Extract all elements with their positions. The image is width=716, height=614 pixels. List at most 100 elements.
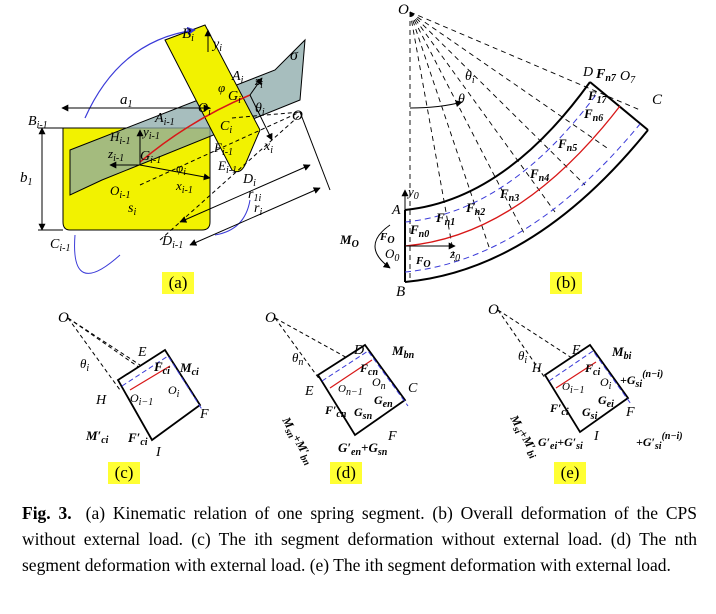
label-E: E xyxy=(137,345,147,360)
panel-b: O θi θ D Fn7 O7 C F17 Fn6 Fn5 Fn4 Fn3 Fn… xyxy=(339,2,663,300)
label-Gsi: Gsi xyxy=(582,405,598,422)
label-Bi-1: Bi-1 xyxy=(28,114,48,131)
panel-e: O θi E Mbi H Fci Oi−1 Oi +Gsi(n−i) Gei G… xyxy=(488,302,683,461)
label-O0: O0 xyxy=(385,246,399,264)
label-zi-1: zi-1 xyxy=(107,146,124,164)
label-E: E xyxy=(304,384,314,399)
label-Fci: Fci xyxy=(584,361,600,378)
label-Fcn-prime: F′cn xyxy=(324,403,347,420)
label-Fn3: Fn3 xyxy=(499,186,519,204)
label-Mci-prime: M′ci xyxy=(85,428,109,446)
label-Ci: Ci xyxy=(220,119,232,136)
label-b1: b1 xyxy=(20,170,33,188)
label-z0: z0 xyxy=(449,246,460,264)
label-theta-i: θi xyxy=(80,356,89,374)
label-yi-1: yi-1 xyxy=(141,124,160,142)
label-Di-1: Di-1 xyxy=(161,234,183,251)
label-FO0y: FO xyxy=(415,255,431,270)
label-Fn4: Fn4 xyxy=(529,166,549,184)
label-Fn7: Fn7 xyxy=(595,67,617,84)
label-zi: zi xyxy=(254,73,263,91)
label-si: si xyxy=(128,201,136,218)
label-I: I xyxy=(155,445,162,460)
label-a1: a1 xyxy=(120,92,133,110)
figure-caption: Fig. 3.(a) Kinematic relation of one spr… xyxy=(22,500,697,578)
label-theta-i: θi xyxy=(255,101,265,118)
label-B: B xyxy=(396,284,405,300)
panel-b-tag: (b) xyxy=(550,272,582,294)
label-Oi-1: Oi−1 xyxy=(562,381,584,396)
label-Fn2: Fn2 xyxy=(465,200,485,218)
label-Fi-1: Fi-1 xyxy=(213,140,233,158)
label-Gen: Gen xyxy=(374,393,393,410)
label-y0: y0 xyxy=(406,184,419,202)
figure-3: Bi yi σ Ai zi Oi Gi θi φ O Bi-1 a1 Ai-1 … xyxy=(20,2,683,468)
label-phi: φ xyxy=(218,80,225,95)
caption-text: (a) Kinematic relation of one spring seg… xyxy=(22,503,697,575)
label-ri: ri xyxy=(254,201,262,218)
label-Fn0: Fn0 xyxy=(409,222,429,240)
label-Fci-prime: F′ci xyxy=(127,430,148,448)
label-C: C xyxy=(408,381,418,396)
label-Hi-1: Hi-1 xyxy=(109,129,131,147)
panel-e-tag: (e) xyxy=(554,462,586,484)
label-Gei: Gei xyxy=(598,393,614,410)
label-O: O xyxy=(292,108,303,124)
label-F: F xyxy=(387,429,397,444)
label-C: C xyxy=(652,92,663,108)
label-I: I xyxy=(593,429,600,444)
panel-a-tag: (a) xyxy=(162,272,194,294)
plane-sigma xyxy=(69,38,306,196)
label-H: H xyxy=(531,360,542,375)
label-xi-1: xi-1 xyxy=(175,178,193,196)
label-phi-i: φi xyxy=(176,160,186,178)
panel-c-tag: (c) xyxy=(108,462,140,484)
caption-label: Fig. 3. xyxy=(22,503,72,523)
label-D: D xyxy=(353,343,364,358)
label-Oi: Oi xyxy=(168,383,180,400)
panel-d: O θn D Mbn Fcn On−1 On E C Gen Gsn F′cn … xyxy=(265,310,418,468)
label-O: O xyxy=(398,2,409,18)
label-O: O xyxy=(488,302,499,318)
label-G-sum: G′en+Gsn xyxy=(338,440,388,458)
label-O: O xyxy=(265,310,276,326)
label-E: E xyxy=(571,343,581,358)
label-A: A xyxy=(391,203,401,218)
label-theta-n: θn xyxy=(292,350,303,368)
label-Fn6: Fn6 xyxy=(583,106,603,124)
label-Gi-1: Gi-1 xyxy=(140,149,161,166)
label-theta-i: θi xyxy=(518,348,527,366)
label-Oi-1: Oi−1 xyxy=(130,391,153,408)
panel-a: Bi yi σ Ai zi Oi Gi θi φ O Bi-1 a1 Ai-1 … xyxy=(20,24,331,274)
label-Fn1: Fn1 xyxy=(435,210,455,228)
cps-outer xyxy=(404,129,649,283)
label-Di: Di xyxy=(242,172,256,189)
cps-inner xyxy=(404,81,591,211)
label-Ei-1: Ei-1 xyxy=(217,158,237,176)
label-Mbi: Mbi xyxy=(611,344,632,362)
label-FO0z: FO xyxy=(379,231,395,246)
label-Gsi-n-i: +Gsi(n−i) xyxy=(620,369,663,390)
label-Oi-1: Oi-1 xyxy=(110,183,131,201)
label-On-1: On−1 xyxy=(338,383,363,398)
label-xi: xi xyxy=(263,139,273,156)
label-Oi: Oi xyxy=(600,375,612,392)
label-G-sum2: +G′si(n−i) xyxy=(636,431,683,452)
label-Ai-1: Ai-1 xyxy=(154,111,175,128)
label-Fci-prime: F′ci xyxy=(549,401,569,418)
label-Gi: Gi xyxy=(228,89,241,106)
label-D: D xyxy=(582,65,593,80)
label-F: F xyxy=(199,407,209,422)
label-G-sum1: G′ei+G′si xyxy=(538,435,583,452)
label-H: H xyxy=(95,393,107,408)
label-Ci-1: Ci-1 xyxy=(50,237,70,254)
label-Fci: Fci xyxy=(153,359,170,377)
label-Fcn: Fcn xyxy=(359,361,378,378)
label-O7: O7 xyxy=(620,69,636,86)
label-Mbn: Mbn xyxy=(391,343,415,361)
label-yi: yi xyxy=(211,37,222,54)
label-On: On xyxy=(372,375,386,392)
label-M-sum: Msi+M′bi xyxy=(504,412,542,461)
label-sigma: σ xyxy=(290,47,299,64)
label-Bi: Bi xyxy=(182,26,194,44)
